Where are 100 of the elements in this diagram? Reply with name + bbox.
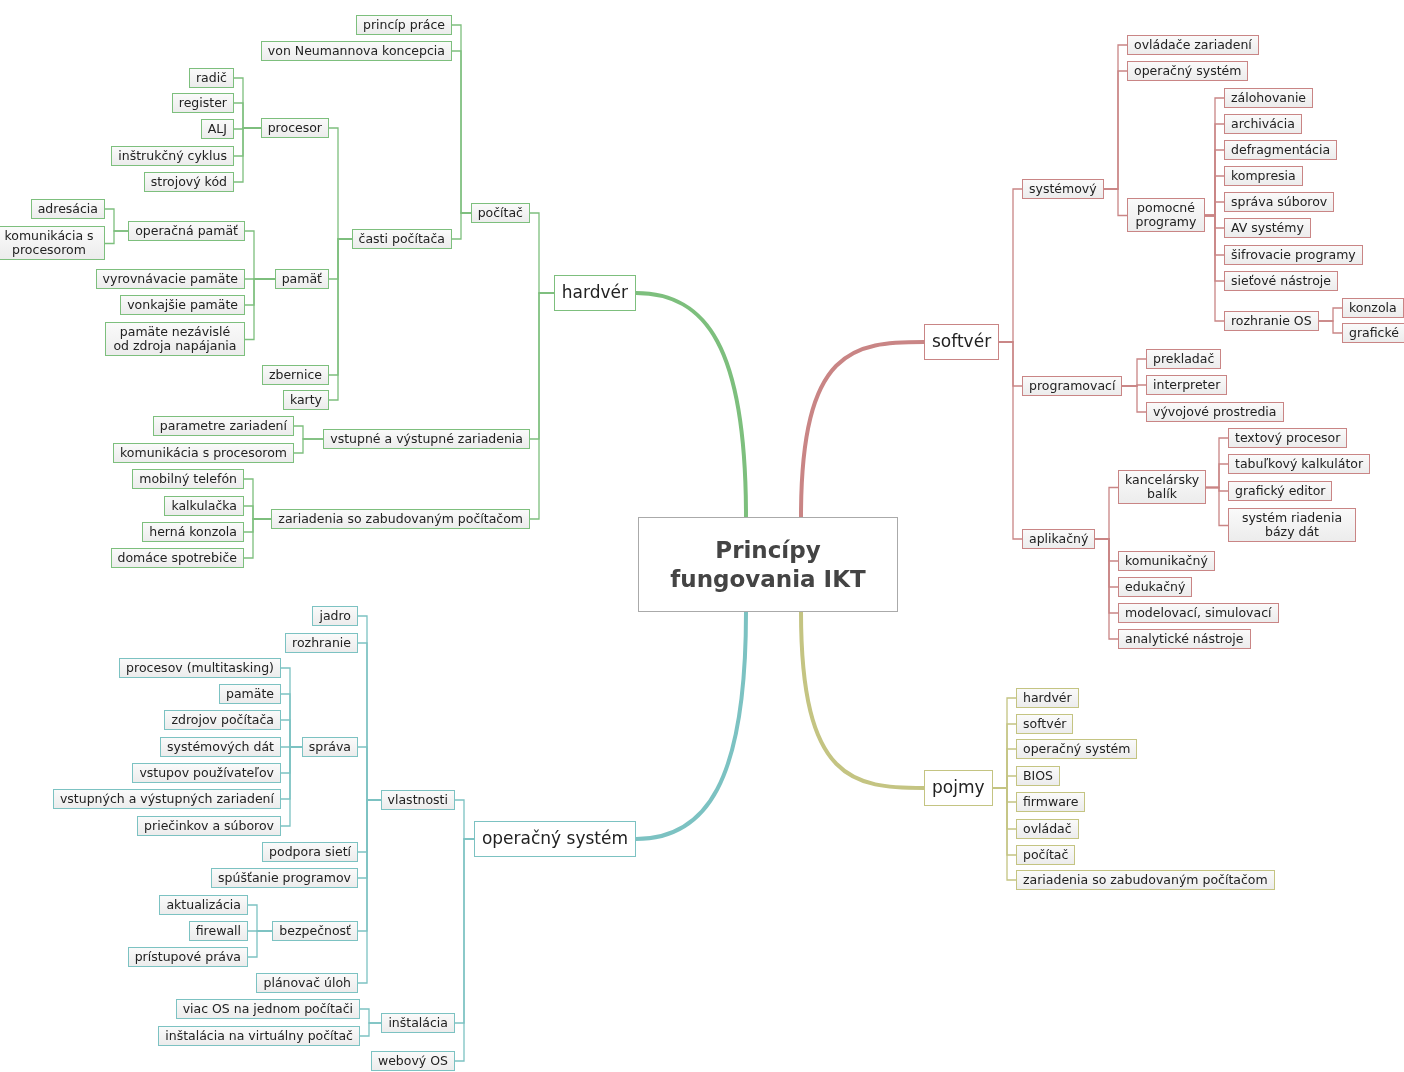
subtopic-box [218, 684, 281, 705]
topic-label: časti počítača [358, 231, 445, 246]
subtopic-box [132, 763, 281, 784]
topic-label: domáce spotrebiče [117, 550, 237, 565]
subtopic-box [142, 522, 244, 543]
topic-label: konzola [1349, 300, 1397, 315]
topic-label: zdrojov počítača [171, 712, 274, 727]
topic-label: inštalácia [388, 1015, 448, 1030]
topic-label: aktualizácia [166, 897, 241, 912]
topic-label: plánovač úloh [263, 975, 351, 990]
subtopic-box [1118, 551, 1215, 572]
topic-label: interpreter [1153, 377, 1221, 392]
topic-label: defragmentácia [1231, 142, 1331, 157]
topic-label: vlastnosti [387, 792, 448, 807]
subtopic-box [52, 789, 281, 810]
topic-label: priečinkov a súborov [144, 818, 274, 833]
subtopic-box [1127, 197, 1205, 233]
topic-label: vstupné a výstupné zariadenia [330, 431, 523, 446]
subtopic-box [111, 146, 234, 167]
subtopic-box [1146, 402, 1284, 423]
topic-label: kancelársky balík [1125, 471, 1200, 501]
topic-label: šifrovacie programy [1231, 247, 1356, 262]
topic-label: vývojové prostredia [1153, 404, 1277, 419]
subtopic-box [95, 269, 245, 290]
connector-line [1204, 214, 1225, 322]
topic-label: tabuľkový kalkulátor [1235, 456, 1364, 471]
subtopic-box [351, 229, 452, 250]
connector-line [451, 212, 472, 240]
topic-label: princíp práce [362, 17, 445, 32]
connector-line [328, 238, 353, 401]
subtopic-box [1224, 166, 1303, 187]
topic-label: systém riadenia bázy dát [1241, 509, 1343, 539]
topic-label: počítač [1023, 847, 1069, 862]
topic-label: programovací [1029, 378, 1116, 393]
topic-label: BIOS [1023, 768, 1054, 783]
subtopic-box [188, 921, 248, 942]
topic-label: prekladač [1153, 351, 1215, 366]
topic-label: parametre zariadení [159, 418, 287, 433]
subtopic-box [1224, 271, 1338, 292]
topic-label: textový procesor [1235, 430, 1341, 445]
subtopic-box [120, 295, 245, 316]
topic-label: sieťové nástroje [1231, 273, 1331, 288]
topic-label: komunikácia s procesorom [120, 445, 287, 460]
topic-label: grafické [1349, 325, 1399, 340]
subtopic-box [301, 737, 358, 758]
subtopic-box [381, 1013, 455, 1034]
topic-label: firewall [195, 923, 241, 938]
subtopic-box [164, 496, 244, 517]
topic-label: vonkajšie pamäte [127, 297, 238, 312]
subtopic-box [158, 1026, 360, 1047]
subtopic-box [211, 868, 358, 889]
topic-label: karty [289, 392, 322, 407]
topic-label: jadro [319, 608, 351, 623]
topic-label: webový OS [377, 1053, 448, 1068]
subtopic-box [1228, 481, 1333, 502]
topic-label: pamäť [281, 271, 322, 286]
connector-line [998, 341, 1023, 540]
connector-line [359, 1022, 382, 1037]
subtopic-box [1022, 376, 1123, 397]
subtopic-box [1228, 454, 1371, 475]
topic-label: viac OS na jednom počítači [182, 1001, 353, 1016]
subtopic-box [260, 41, 452, 62]
subtopic-box [323, 429, 530, 450]
subtopic-box [1224, 114, 1302, 135]
subtopic-box [1016, 870, 1275, 891]
subtopic-box [262, 842, 358, 863]
subtopic-box [1016, 819, 1079, 840]
subtopic-box [119, 658, 281, 679]
topic-label: procesov (multitasking) [126, 660, 274, 675]
topic-label: operačná pamäť [135, 223, 238, 238]
topic-label: analytické nástroje [1125, 631, 1244, 646]
topic-label: počítač [477, 205, 523, 220]
topic-label: pamäte nezávislé od zdroja napájania [113, 323, 237, 353]
subtopic-box [272, 921, 358, 942]
topic-label: softvér [932, 331, 992, 351]
topic-label: ovládač [1023, 821, 1072, 836]
topic-label: vstupných a výstupných zariadení [59, 791, 274, 806]
connector-line [293, 438, 324, 454]
topic-label: softvér [1023, 716, 1067, 731]
subtopic-box [1127, 35, 1259, 56]
central-topic-box [638, 517, 898, 612]
branch-curve [634, 610, 748, 841]
topic-label: zálohovanie [1231, 90, 1307, 105]
subtopic-box [200, 119, 234, 140]
topic-label: strojový kód [150, 174, 227, 189]
topic-label: adresácia [37, 201, 98, 216]
topic-label: prístupové práva [134, 949, 241, 964]
subtopic-box [260, 118, 329, 139]
branch-curve [634, 291, 748, 519]
topic-label: rozhranie [292, 635, 351, 650]
subtopic-box [1342, 298, 1404, 319]
subtopic-box [285, 633, 358, 654]
topic-label: vstupov používateľov [139, 765, 274, 780]
topic-label: komunikačný [1125, 553, 1208, 568]
topic-label: procesor [267, 120, 322, 135]
subtopic-box [1016, 739, 1138, 760]
subtopic-box [370, 1051, 455, 1072]
subtopic-box [271, 509, 530, 530]
subtopic-box [1016, 766, 1061, 787]
topic-label: spúšťanie programov [218, 870, 351, 885]
